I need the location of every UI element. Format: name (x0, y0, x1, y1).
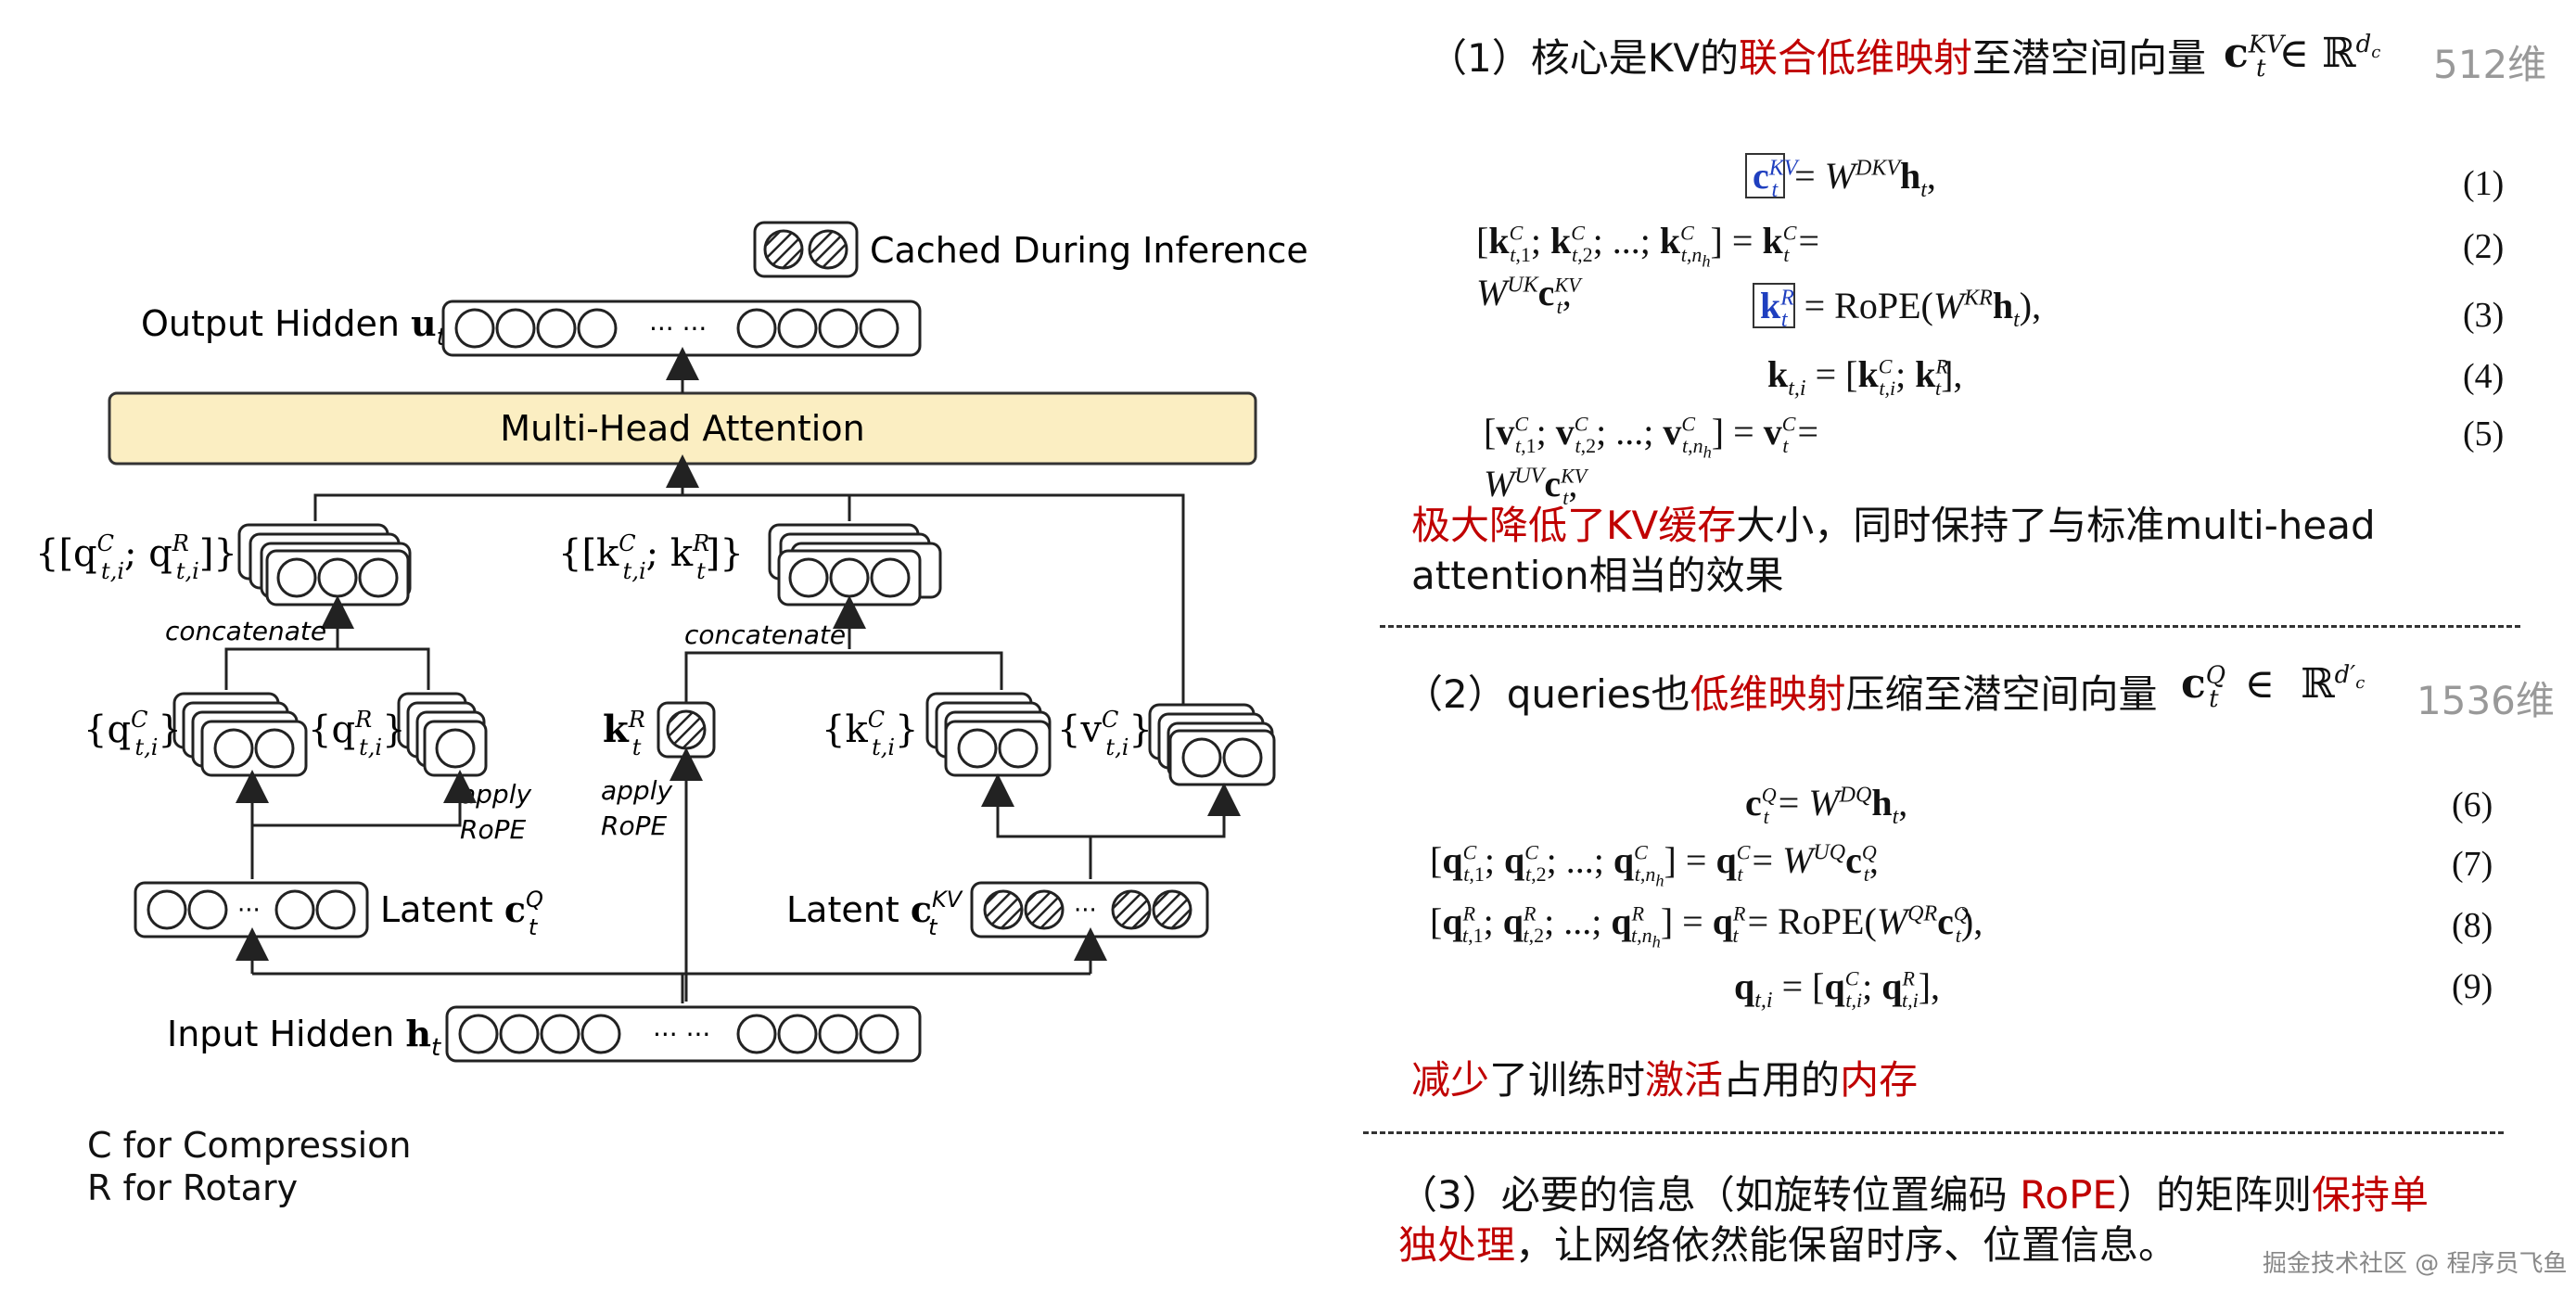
section2-dim: 1536维 (2417, 678, 2555, 723)
section3-text: （3）必要的信息（如旋转位置编码 RoPE）的矩阵则保持单 独处理，让网络依然能… (1398, 1172, 2429, 1268)
section1-note: 极大降低了KV缓存大小，同时保持了与标准multi-head attention… (1411, 503, 2376, 598)
mha-label: Multi-Head Attention (500, 408, 864, 449)
eqnum-1: (1) (2463, 164, 2505, 203)
eqnum-3: (3) (2463, 296, 2505, 335)
kR-rope-label: RoPE (601, 811, 667, 841)
eq1: cKVt = WDKVht, (1745, 153, 1936, 203)
divider-2 (1363, 1131, 2504, 1134)
eqnum-8: (8) (2452, 906, 2493, 945)
input-hidden-label: Input Hidden ht (167, 1013, 441, 1062)
eq4: kt,i = [kCt,i; kRt], (1767, 353, 1963, 401)
qR-rope-label: RoPE (460, 814, 526, 845)
input-hidden: Input Hidden ht ··· ··· (167, 1005, 922, 1063)
latent-q-dots: ··· (237, 897, 261, 925)
section2-title: （2）queries也低维映射压缩至潜空间向量 (1404, 671, 2158, 717)
watermark: 掘金技术社区 @ 程序员飞鱼 (2263, 1250, 2568, 1278)
legend-compression: C for Compression (87, 1125, 412, 1166)
eqnum-2: (2) (2463, 227, 2505, 266)
output-hidden-label: Output Hidden ut (141, 302, 447, 351)
section2-note: 减少了训练时激活占用的内存 (1411, 1057, 1919, 1103)
eq3: kRt = RoPE(WKRht), (1753, 283, 2041, 333)
eq7: [qCt,1; qCt,2; ...; qCt,nh] = qCt = WUQc… (1430, 839, 1879, 890)
eq9: qt,i = [qCt,i; qRt,i], (1734, 965, 1941, 1013)
section2-formula: cQt ∈ ℝd′c (2181, 660, 2366, 713)
eq5: [vCt,1; vCt,2; ...; vCt,nh] = vCt = WUVc… (1484, 411, 1819, 510)
divider-1 (1380, 625, 2520, 628)
latent-kv-dots: ··· (1074, 897, 1097, 925)
output-dots: ··· ··· (649, 313, 707, 344)
eqnum-6: (6) (2452, 785, 2493, 824)
section1-title: （1）核心是KV的联合低维映射至潜空间向量 (1428, 35, 2207, 81)
qR-apply-label: apply (460, 779, 531, 810)
output-hidden: Output Hidden ut ··· ··· (141, 300, 922, 357)
eq2: [kCt,1; kCt,2; ...; kCt,nh] = kCt = WUKc… (1476, 220, 1820, 319)
cached-label: Cached During Inference (870, 230, 1308, 271)
legend: C for Compression R for Rotary (87, 1124, 412, 1209)
eqnum-5: (5) (2463, 415, 2505, 453)
mla-architecture-diagram: Cached During Inference Output Hidden ut… (35, 221, 1308, 1063)
cached-legend: Cached During Inference (753, 221, 1308, 278)
section1-formula: cKVt ∈ ℝdc (2224, 30, 2381, 83)
input-dots: ··· ··· (653, 1019, 710, 1050)
legend-rotary: R for Rotary (87, 1168, 299, 1208)
q-concatenate-label: concatenate (165, 616, 326, 646)
eqnum-9: (9) (2452, 967, 2493, 1006)
kR-apply-label: apply (601, 775, 672, 806)
section1-dim: 512维 (2433, 42, 2547, 87)
eq6: cQt = WDQht, (1745, 782, 1908, 829)
k-concatenate-label: concatenate (684, 619, 846, 650)
multi-head-attention-block: Multi-Head Attention (108, 391, 1257, 466)
eqnum-4: (4) (2463, 357, 2505, 396)
eqnum-7: (7) (2452, 845, 2493, 884)
eq8: [qRt,1; qRt,2; ...; qRt,nh] = qRt = RoPE… (1430, 900, 1983, 951)
